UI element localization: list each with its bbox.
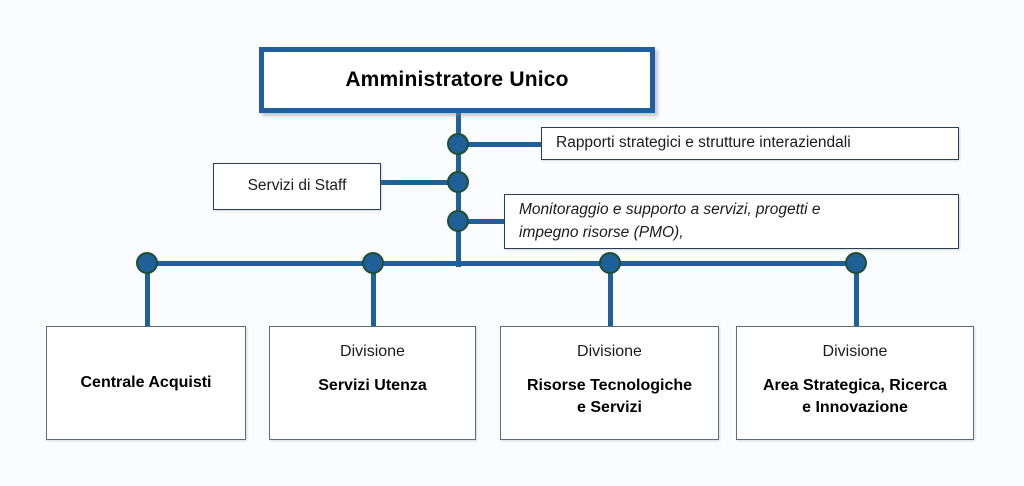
junction-dot-rapporti-strategici	[447, 133, 469, 155]
node-name-area-strategica-line2: e Innovazione	[802, 398, 908, 416]
node-centrale-acquisti[interactable]: Centrale Acquisti	[46, 326, 246, 440]
node-kicker-servizi-utenza: Divisione	[340, 343, 405, 360]
connector-drop-risorse-tecnologiche	[608, 261, 613, 328]
junction-dot-centrale-acquisti	[136, 252, 158, 274]
node-monitoraggio-pmo[interactable]: Monitoraggio e supporto a servizi, proge…	[504, 194, 959, 249]
connector-to-monitoraggio-pmo	[458, 219, 505, 224]
node-servizi-utenza[interactable]: Divisione Servizi Utenza	[269, 326, 476, 440]
node-label-monitoraggio-pmo-line1: Monitoraggio e supporto a servizi, proge…	[519, 201, 821, 219]
node-name-risorse-tecnologiche-line2: e Servizi	[577, 398, 642, 416]
connector-drop-area-strategica	[854, 261, 859, 328]
junction-dot-monitoraggio-pmo	[447, 210, 469, 232]
node-risorse-tecnologiche-e-servizi[interactable]: Divisione Risorse Tecnologiche e Servizi	[500, 326, 719, 440]
junction-dot-area-strategica	[845, 252, 867, 274]
junction-dot-risorse-tecnologiche	[599, 252, 621, 274]
node-kicker-area-strategica: Divisione	[822, 343, 888, 360]
node-name-area-strategica-line1: Area Strategica, Ricerca	[762, 377, 948, 394]
node-area-strategica-ricerca-e-innovazione[interactable]: Divisione Area Strategica, Ricerca e Inn…	[736, 326, 974, 440]
connector-drop-servizi-utenza	[371, 261, 376, 328]
node-kicker-risorse-tecnologiche: Divisione	[577, 343, 642, 360]
connector-to-rapporti-strategici	[458, 142, 542, 147]
node-amministratore-unico[interactable]: Amministratore Unico	[259, 47, 655, 113]
node-label-rapporti-strategici: Rapporti strategici e strutture interazi…	[556, 134, 851, 152]
node-label-monitoraggio-pmo-line2: impegno risorse (PMO),	[519, 223, 684, 241]
node-name-centrale-acquisti: Centrale Acquisti	[80, 374, 212, 392]
junction-dot-servizi-di-staff	[447, 171, 469, 193]
connector-division-bus	[147, 261, 859, 266]
node-servizi-di-staff[interactable]: Servizi di Staff	[213, 163, 381, 210]
node-name-risorse-tecnologiche-line1: Risorse Tecnologiche	[526, 377, 693, 394]
node-rapporti-strategici[interactable]: Rapporti strategici e strutture interazi…	[541, 127, 959, 160]
connector-drop-centrale-acquisti	[145, 261, 150, 328]
junction-dot-servizi-utenza	[362, 252, 384, 274]
node-name-servizi-utenza: Servizi Utenza	[318, 377, 427, 394]
connector-to-servizi-di-staff	[380, 180, 458, 185]
node-title-amministratore-unico: Amministratore Unico	[345, 68, 569, 91]
node-label-servizi-di-staff: Servizi di Staff	[247, 177, 347, 195]
